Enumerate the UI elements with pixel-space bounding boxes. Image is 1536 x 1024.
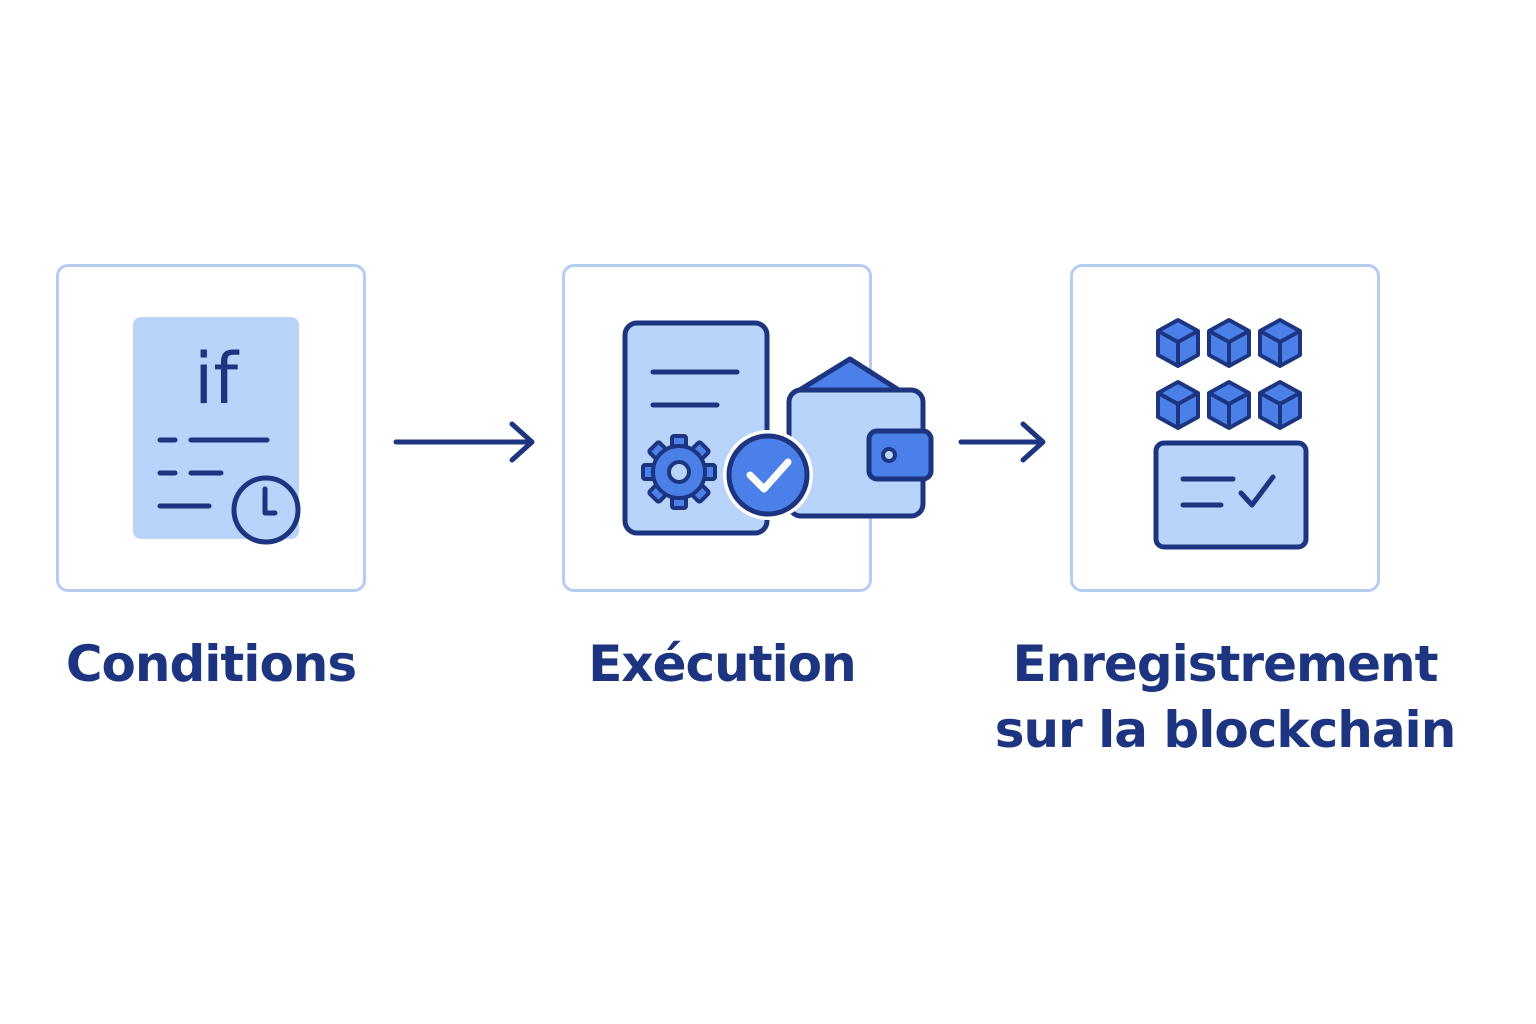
clock-icon [231,475,301,545]
arrow-right-icon [393,421,535,463]
wallet-icon [786,356,934,519]
step-label-execution: Exécution [482,631,962,697]
conditional-document-icon: if [133,317,301,545]
label-line: Exécution [588,635,857,693]
gear-icon [641,434,717,510]
check-circle-icon [723,430,813,520]
step-box-execution [562,264,934,592]
label-line: Enregistrement [1012,635,1439,693]
step-box-blockchain-record [1070,264,1380,592]
label-line: Conditions [65,635,357,693]
step-label-conditions: Conditions [0,631,451,697]
block-cubes-icon [1156,318,1302,430]
contract-execution-wallet-icon [622,320,934,536]
condition-lines [157,437,270,509]
label-line: sur la blockchain [994,701,1457,759]
step-box-conditions: if [56,264,366,592]
if-keyword-text: if [194,338,239,420]
verified-record-icon [1153,440,1309,550]
arrow-right-icon [958,421,1046,463]
blockchain-record-icon [1153,318,1309,550]
step-label-blockchain-record: Enregistrement sur la blockchain [985,631,1465,763]
